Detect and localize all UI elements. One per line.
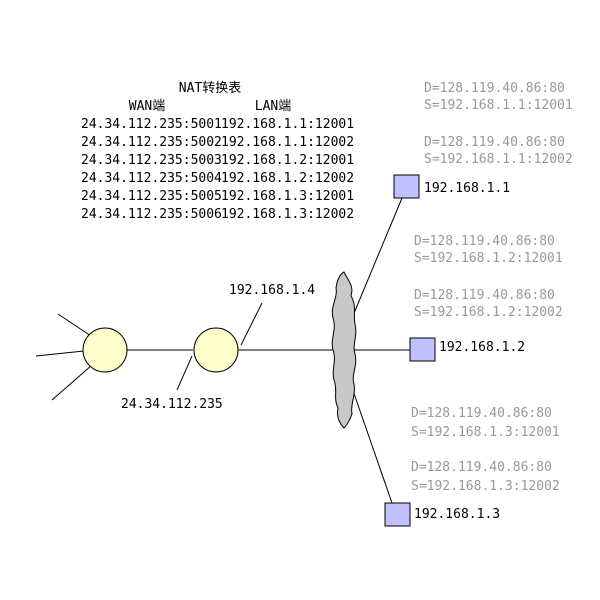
- packet-dest-label: D=128.119.40.86:80: [414, 234, 555, 249]
- wan-ip-leader: [176, 355, 193, 391]
- lan-ip-leader: [240, 302, 263, 346]
- nat-table-lan-cell: 192.168.1.3:12001: [221, 189, 354, 204]
- nat-table-wan-cell: 24.34.112.235:5002: [81, 135, 222, 150]
- host-link-1: [351, 197, 403, 319]
- packet-dest-label: D=128.119.40.86:80: [424, 81, 565, 96]
- nat-table-wan-cell: 24.34.112.235:5003: [81, 153, 222, 168]
- packet-src-label: S=192.168.1.1:12002: [424, 152, 573, 167]
- internet-router-node: [82, 327, 128, 373]
- host-ip-label: 192.168.1.3: [414, 507, 500, 522]
- packet-src-label: S=192.168.1.2:12002: [414, 305, 563, 320]
- router-lan-ip-label: 192.168.1.4: [229, 283, 315, 298]
- packet-dest-label: D=128.119.40.86:80: [424, 135, 565, 150]
- router-wan-ip-label: 24.34.112.235: [121, 397, 223, 412]
- host-node-2: [409, 337, 436, 362]
- nat-table-lan-cell: 192.168.1.2:12002: [221, 171, 354, 186]
- host-node-3: [384, 502, 411, 527]
- packet-src-label: S=192.168.1.1:12001: [424, 98, 573, 113]
- nat-router-node: [193, 327, 239, 373]
- packet-src-label: S=192.168.1.3:12001: [411, 425, 560, 440]
- nat-table-lan-header: LAN端: [255, 99, 291, 114]
- nat-table-lan-cell: 192.168.1.1:12001: [221, 117, 354, 132]
- switch-node: [331, 271, 357, 429]
- host-link-3: [349, 381, 393, 504]
- internet-link-1: [57, 313, 95, 339]
- nat-table-wan-cell: 24.34.112.235:5004: [81, 171, 222, 186]
- nat-table-lan-cell: 192.168.1.3:12002: [221, 207, 354, 222]
- packet-src-label: S=192.168.1.2:12001: [414, 251, 563, 266]
- internet-link-3: [51, 364, 93, 401]
- host-ip-label: 192.168.1.1: [424, 181, 510, 196]
- packet-src-label: S=192.168.1.3:12002: [411, 479, 560, 494]
- nat-table-lan-cell: 192.168.1.2:12001: [221, 153, 354, 168]
- nat-table-title: NAT转换表: [179, 81, 241, 96]
- host-ip-label: 192.168.1.2: [439, 340, 525, 355]
- host-node-1: [393, 174, 420, 199]
- nat-table-wan-header: WAN端: [129, 99, 165, 114]
- nat-table-wan-cell: 24.34.112.235:5001: [81, 117, 222, 132]
- nat-table-wan-cell: 24.34.112.235:5006: [81, 207, 222, 222]
- packet-dest-label: D=128.119.40.86:80: [411, 406, 552, 421]
- packet-dest-label: D=128.119.40.86:80: [414, 288, 555, 303]
- internet-link-2: [35, 350, 85, 357]
- nat-table-lan-cell: 192.168.1.1:12002: [221, 135, 354, 150]
- packet-dest-label: D=128.119.40.86:80: [411, 460, 552, 475]
- nat-table-wan-cell: 24.34.112.235:5005: [81, 189, 222, 204]
